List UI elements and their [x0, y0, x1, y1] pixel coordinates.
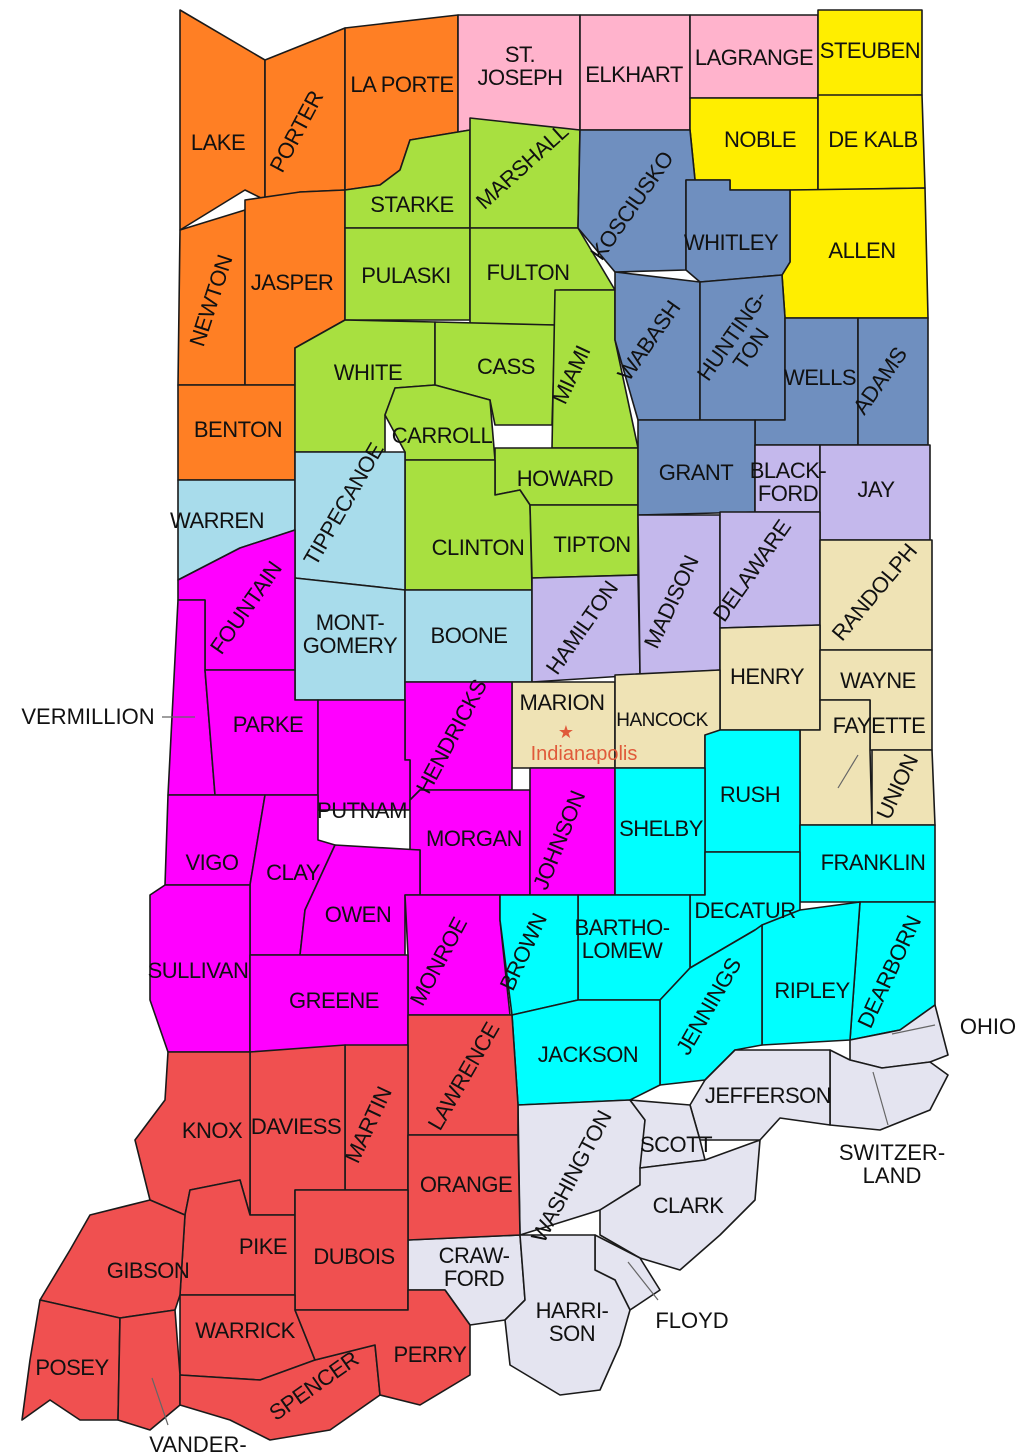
- label-wayne: WAYNE: [840, 668, 916, 693]
- label-cass: CASS: [477, 354, 535, 379]
- label-lake: LAKE: [191, 130, 245, 155]
- county-vanderburgh[interactable]: [117, 1309, 181, 1431]
- label-stjoseph: ST.JOSEPH: [477, 42, 562, 90]
- county-harrison[interactable]: [504, 1234, 631, 1396]
- label-gibson: GIBSON: [107, 1258, 190, 1283]
- label-scott: SCOTT: [640, 1132, 712, 1157]
- label-grant: GRANT: [659, 460, 734, 485]
- label-shelby: SHELBY: [619, 816, 704, 841]
- label-greene: GREENE: [289, 988, 379, 1013]
- label-vigo: VIGO: [185, 850, 238, 875]
- county-spencer[interactable]: [179, 1344, 381, 1441]
- county-perry[interactable]: [294, 1289, 471, 1406]
- label-morgan: MORGAN: [426, 826, 522, 851]
- label-franklin: FRANKLIN: [821, 850, 926, 875]
- county-whitley[interactable]: [685, 179, 791, 283]
- label-whitley: WHITLEY: [684, 230, 779, 255]
- label-harrison: HARRI-SON: [536, 1298, 609, 1346]
- label-putnam: PUTNAM: [317, 798, 407, 823]
- label-jackson: JACKSON: [538, 1042, 638, 1067]
- label-lagrange: LAGRANGE: [695, 45, 813, 70]
- label-wells: WELLS: [784, 365, 856, 390]
- label-steuben: STEUBEN: [820, 38, 920, 63]
- county-owen[interactable]: [299, 844, 421, 956]
- label-decatur: DECATUR: [694, 898, 795, 923]
- label-howard: HOWARD: [517, 466, 613, 491]
- label-orange: ORANGE: [420, 1172, 512, 1197]
- capital-label: Indianapolis: [531, 743, 638, 765]
- label-jefferson: JEFFERSON: [705, 1083, 831, 1108]
- label-tipton: TIPTON: [553, 532, 630, 557]
- label-clark: CLARK: [653, 1193, 725, 1218]
- label-rush: RUSH: [720, 782, 780, 807]
- label-fayette: FAYETTE: [833, 713, 926, 738]
- county-lake[interactable]: [179, 9, 266, 231]
- callout-switzerland: SWITZER-LAND: [839, 1140, 945, 1188]
- label-crawford: CRAW-FORD: [439, 1243, 510, 1291]
- county-switzerland[interactable]: [829, 1049, 949, 1131]
- label-pike: PIKE: [239, 1234, 287, 1259]
- label-knox: KNOX: [182, 1118, 243, 1143]
- label-benton: BENTON: [194, 417, 282, 442]
- label-montgomery: MONT-GOMERY: [303, 610, 398, 658]
- label-starke: STARKE: [370, 192, 453, 217]
- label-clay: CLAY: [266, 860, 321, 885]
- label-posey: POSEY: [35, 1355, 109, 1380]
- label-blackford: BLACK-FORD: [750, 458, 827, 506]
- label-sullivan: SULLIVAN: [148, 958, 249, 983]
- label-white: WHITE: [334, 360, 402, 385]
- callout-ohio: OHIO: [960, 1014, 1016, 1039]
- label-perry: PERRY: [394, 1342, 468, 1367]
- label-parke: PARKE: [233, 712, 303, 737]
- label-jay: JAY: [857, 477, 895, 502]
- label-carroll: CARROLL: [392, 423, 493, 448]
- label-laporte: LA PORTE: [350, 72, 453, 97]
- callout-vermillion: VERMILLION: [21, 704, 154, 729]
- label-pulaski: PULASKI: [361, 263, 450, 288]
- label-dekalb: DE KALB: [828, 127, 917, 152]
- callout-leaders: [151, 716, 936, 1426]
- label-warren: WARREN: [170, 508, 264, 533]
- county-clark[interactable]: [599, 1139, 761, 1271]
- label-daviess: DAVIESS: [251, 1114, 341, 1139]
- label-warrick: WARRICK: [195, 1318, 295, 1343]
- label-clinton: CLINTON: [432, 535, 525, 560]
- label-boone: BOONE: [431, 623, 508, 648]
- county-putnam[interactable]: [317, 699, 411, 811]
- label-marion: MARION: [520, 690, 605, 715]
- label-fulton: FULTON: [487, 260, 570, 285]
- label-elkhart: ELKHART: [585, 62, 683, 87]
- label-allen: ALLEN: [828, 238, 895, 263]
- callout-floyd: FLOYD: [655, 1308, 728, 1333]
- capital-marker[interactable]: ★ Indianapolis: [531, 722, 638, 765]
- label-noble: NOBLE: [724, 127, 796, 152]
- county-ripley[interactable]: [761, 901, 861, 1046]
- label-ripley: RIPLEY: [774, 978, 850, 1003]
- label-jasper: JASPER: [251, 270, 334, 295]
- capital-star-icon: ★: [558, 722, 574, 742]
- label-hancock: HANCOCK: [616, 710, 708, 731]
- callout-labels: VERMILLION OHIO SWITZER-LAND FLOYD VANDE…: [21, 704, 1016, 1456]
- label-dubois: DUBOIS: [313, 1244, 394, 1269]
- label-henry: HENRY: [730, 664, 805, 689]
- county-miami[interactable]: [551, 289, 639, 449]
- label-bartholomew: BARTHO-LOMEW: [574, 915, 669, 963]
- county-jennings[interactable]: [659, 924, 763, 1086]
- callout-vanderburgh: VANDER-: [149, 1432, 246, 1456]
- label-owen: OWEN: [325, 902, 391, 927]
